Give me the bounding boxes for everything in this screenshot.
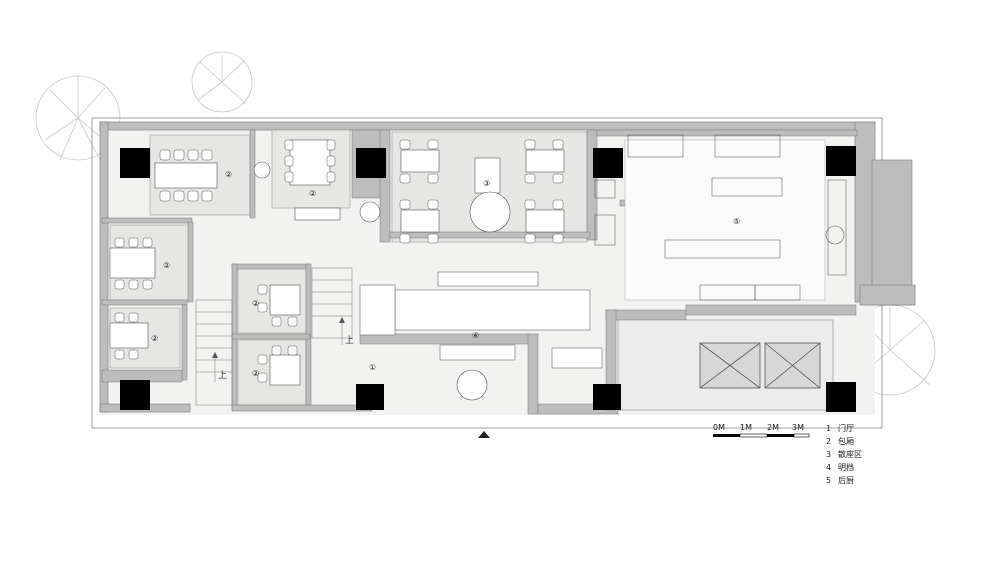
- stair-arrows: [212, 317, 345, 358]
- stair-label-left: 上: [218, 370, 227, 381]
- scale-tick-0: 0M: [713, 423, 725, 432]
- entrance-arrow: [478, 431, 490, 438]
- scale-tick-2: 2M: [767, 423, 779, 432]
- scale-tick-3: 3M: [792, 423, 804, 432]
- marker-private-room-2: ②: [309, 189, 316, 198]
- marker-back-kitchen: ⑤: [733, 217, 740, 226]
- marker-private-room-1: ②: [225, 170, 232, 179]
- kitchen-equipment: [594, 134, 847, 301]
- chairs: [114, 139, 564, 383]
- marker-private-room-5: ②: [252, 299, 259, 308]
- furniture: [109, 139, 565, 401]
- marker-entrance: ①: [369, 363, 376, 372]
- marker-private-room-6: ②: [252, 369, 259, 378]
- scale-bar: [713, 433, 810, 438]
- marker-private-room-4: ②: [151, 334, 158, 343]
- tree-top-center: [191, 51, 253, 113]
- scale-tick-1: 1M: [740, 423, 752, 432]
- stair-label-right: 上: [345, 335, 354, 346]
- marker-dining-area: ③: [483, 179, 490, 188]
- back-kitchen-floor: [624, 139, 826, 301]
- elevator-shafts: [699, 342, 821, 389]
- structural-columns: [120, 146, 856, 412]
- marker-private-room-3: ②: [163, 261, 170, 270]
- stairs: [195, 267, 353, 406]
- open-kitchen-counters: [359, 271, 603, 369]
- marker-open-kitchen: ④: [472, 331, 479, 340]
